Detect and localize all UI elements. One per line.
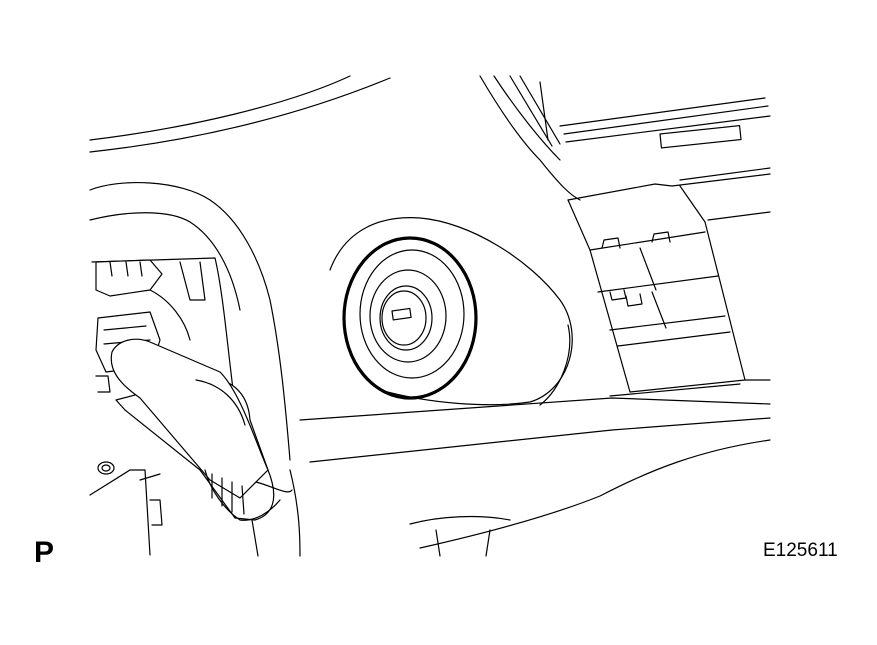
- figure-id-label: E125611: [763, 540, 838, 561]
- ignition-key-cylinder-icon: [342, 236, 478, 400]
- lever-switch: [110, 338, 293, 521]
- panel-lower-contours: [289, 397, 771, 557]
- ignition-bezel: [329, 217, 573, 406]
- switch-panel: [567, 173, 771, 397]
- air-vent: [509, 75, 771, 181]
- dashboard-upper-contours: [89, 75, 581, 201]
- corner-letter-label: P: [34, 536, 55, 569]
